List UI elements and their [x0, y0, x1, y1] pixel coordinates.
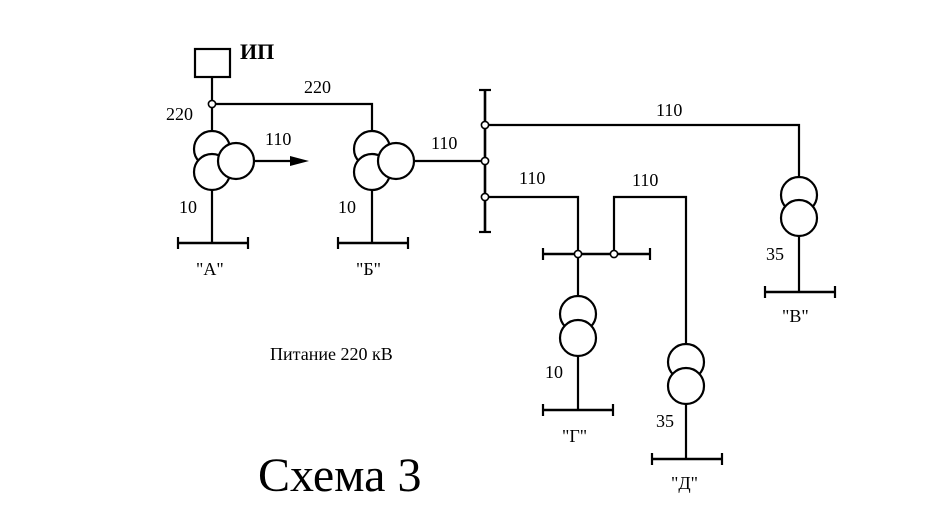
label-g-lv: 10: [545, 362, 563, 382]
bus-g-110: [541, 248, 652, 260]
line-to-d: [612, 195, 688, 345]
a-mv-outlet-arrow: [290, 156, 309, 166]
label-line-v: 110: [656, 100, 682, 120]
transformer-a: [192, 129, 256, 192]
bus-v: [763, 286, 837, 298]
label-line-ip-b: 220: [304, 77, 331, 97]
label-d-lv: 35: [656, 411, 674, 431]
bus-d: [650, 453, 724, 465]
transformer-v: [779, 175, 819, 238]
node-g-bus-2: [609, 249, 619, 259]
node-110-g: [480, 192, 490, 202]
substation-d-label: "Д": [671, 473, 698, 493]
substation-v-label: "В": [782, 306, 809, 326]
power-source-box: [193, 47, 232, 79]
line-to-v: [485, 123, 801, 178]
supply-note: Питание 220 кВ: [270, 344, 393, 364]
label-a-hv: 220: [166, 104, 193, 124]
power-source-label: ИП: [240, 39, 274, 64]
substation-b-label: "Б": [356, 259, 381, 279]
substation-g-label: "Г": [562, 426, 587, 446]
transformer-g: [558, 294, 598, 358]
bus-b: [336, 237, 410, 249]
label-b-lv: 10: [338, 197, 356, 217]
bus-g: [541, 404, 615, 416]
line-to-g: [485, 195, 580, 254]
transformer-b: [352, 129, 416, 192]
bus-a: [176, 237, 250, 249]
node-110-b: [480, 156, 490, 166]
scheme-title: Схема 3: [258, 449, 421, 502]
label-a-mv: 110: [265, 129, 291, 149]
label-b-mv: 110: [431, 133, 457, 153]
node-ip: [207, 99, 217, 109]
line-ip-to-b: [212, 102, 374, 133]
label-line-d: 110: [632, 170, 658, 190]
label-a-lv: 10: [179, 197, 197, 217]
substation-a-label: "А": [196, 259, 224, 279]
node-g-bus-1: [573, 249, 583, 259]
label-line-g: 110: [519, 168, 545, 188]
node-110-v: [480, 120, 490, 130]
transformer-d: [666, 342, 706, 406]
label-v-lv: 35: [766, 244, 784, 264]
